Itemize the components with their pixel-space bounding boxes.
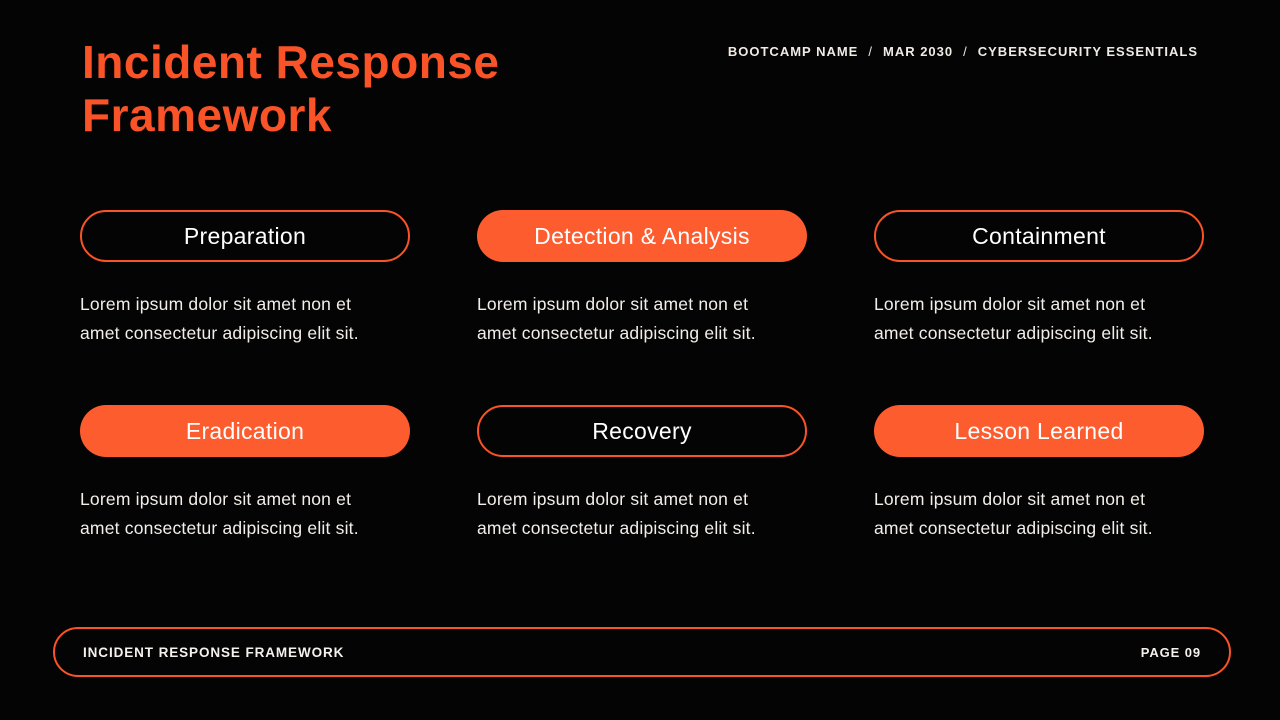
- meta-course: CYBERSECURITY ESSENTIALS: [977, 44, 1198, 59]
- meta-date: MAR 2030: [882, 44, 954, 59]
- card-body-text: Lorem ipsum dolor sit amet non et amet c…: [477, 485, 807, 543]
- meta-separator: /: [868, 44, 873, 59]
- card-body-line: Lorem ipsum dolor sit amet non et: [874, 489, 1146, 509]
- card-body-line: amet consectetur adipiscing elit sit.: [477, 518, 756, 538]
- framework-pill-eradication: Eradication: [80, 405, 410, 457]
- framework-pill-containment: Containment: [874, 210, 1204, 262]
- card-body-line: Lorem ipsum dolor sit amet non et: [477, 489, 749, 509]
- card-body-text: Lorem ipsum dolor sit amet non et amet c…: [874, 290, 1204, 348]
- card-body-line: amet consectetur adipiscing elit sit.: [874, 323, 1153, 343]
- meta-separator: /: [963, 44, 968, 59]
- framework-card: Containment Lorem ipsum dolor sit amet n…: [874, 210, 1204, 348]
- framework-card: Eradication Lorem ipsum dolor sit amet n…: [80, 405, 410, 543]
- framework-pill-detection-analysis: Detection & Analysis: [477, 210, 807, 262]
- card-body-line: Lorem ipsum dolor sit amet non et: [80, 489, 352, 509]
- framework-pill-recovery: Recovery: [477, 405, 807, 457]
- page-title: Incident Response Framework: [82, 36, 500, 142]
- card-body-line: amet consectetur adipiscing elit sit.: [80, 518, 359, 538]
- card-body-line: amet consectetur adipiscing elit sit.: [477, 323, 756, 343]
- footer-bar: INCIDENT RESPONSE FRAMEWORK PAGE 09: [53, 627, 1231, 677]
- card-body-line: amet consectetur adipiscing elit sit.: [80, 323, 359, 343]
- framework-pill-preparation: Preparation: [80, 210, 410, 262]
- footer-title: INCIDENT RESPONSE FRAMEWORK: [83, 644, 345, 660]
- framework-card: Lesson Learned Lorem ipsum dolor sit ame…: [874, 405, 1204, 543]
- framework-card: Recovery Lorem ipsum dolor sit amet non …: [477, 405, 807, 543]
- card-body-line: Lorem ipsum dolor sit amet non et: [874, 294, 1146, 314]
- card-body-text: Lorem ipsum dolor sit amet non et amet c…: [80, 290, 410, 348]
- card-body-text: Lorem ipsum dolor sit amet non et amet c…: [874, 485, 1204, 543]
- footer-page-number: PAGE 09: [1140, 644, 1201, 660]
- card-body-line: amet consectetur adipiscing elit sit.: [874, 518, 1153, 538]
- card-body-text: Lorem ipsum dolor sit amet non et amet c…: [477, 290, 807, 348]
- card-body-line: Lorem ipsum dolor sit amet non et: [477, 294, 749, 314]
- header-meta: BOOTCAMP NAME / MAR 2030 / CYBERSECURITY…: [728, 44, 1198, 59]
- card-body-line: Lorem ipsum dolor sit amet non et: [80, 294, 352, 314]
- framework-grid: Preparation Lorem ipsum dolor sit amet n…: [80, 210, 1204, 543]
- framework-pill-lesson-learned: Lesson Learned: [874, 405, 1204, 457]
- card-body-text: Lorem ipsum dolor sit amet non et amet c…: [80, 485, 410, 543]
- meta-bootcamp-name: BOOTCAMP NAME: [727, 44, 859, 59]
- framework-card: Preparation Lorem ipsum dolor sit amet n…: [80, 210, 410, 348]
- framework-card: Detection & Analysis Lorem ipsum dolor s…: [477, 210, 807, 348]
- slide-header: Incident Response Framework BOOTCAMP NAM…: [82, 36, 1198, 143]
